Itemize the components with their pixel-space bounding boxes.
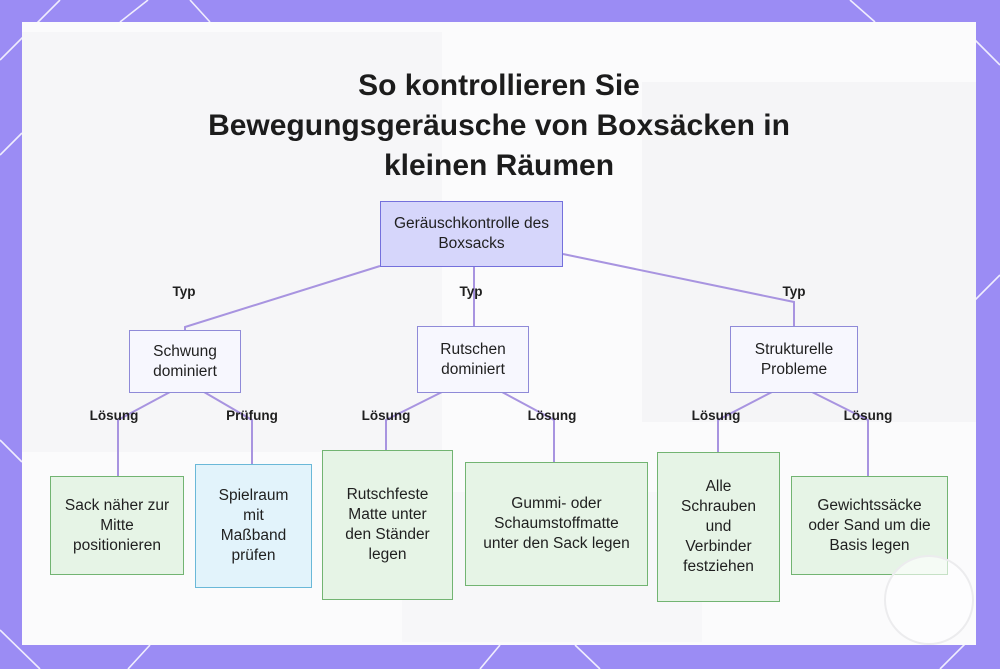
leaf-label: Gummi- oder Schaumstoffmatte unter den S… [482,494,632,554]
edge-branch-to-leaf [118,392,170,476]
leaf-label: Spielraum mit Maßband prüfen [209,486,299,566]
edge-branch-to-leaf [204,392,252,464]
branch-node-strukturelle-probleme: Strukturelle Probleme [730,326,858,393]
leaf-node-gummi-matte: Gummi- oder Schaumstoffmatte unter den S… [465,462,648,586]
edge-label-solution: Lösung [362,408,411,424]
watermark-seal-icon [884,555,974,645]
edge-branch-to-leaf [502,392,554,462]
edge-label-type: Typ [173,284,196,300]
branch-node-rutschen: Rutschen dominiert [417,326,529,393]
branch-label: Schwung dominiert [136,342,234,382]
leaf-node-sack-positionieren: Sack näher zur Mitte positionieren [50,476,184,575]
edge-label-solution: Lösung [692,408,741,424]
leaf-label: Sack näher zur Mitte positionieren [57,496,177,556]
leaf-node-spielraum-pruefen: Spielraum mit Maßband prüfen [195,464,312,588]
edge-label-check: Prüfung [226,408,278,424]
edge-label-solution: Lösung [90,408,139,424]
edge-label-type: Typ [783,284,806,300]
leaf-node-rutschfeste-matte: Rutschfeste Matte unter den Ständer lege… [322,450,453,600]
leaf-label: Gewichtssäcke oder Sand um die Basis leg… [805,496,935,556]
diagram-card: So kontrollieren Sie Bewegungsgeräusche … [22,22,976,645]
leaf-label: Alle Schrauben und Verbinder festziehen [679,477,759,577]
branch-node-schwung: Schwung dominiert [129,330,241,393]
edge-label-type: Typ [460,284,483,300]
edge-label-solution: Lösung [844,408,893,424]
edge-root-to-branch [185,266,380,330]
edge-root-to-branch [563,254,794,326]
edge-branch-to-leaf [812,392,868,476]
root-node: Geräuschkontrolle des Boxsacks [380,201,563,267]
leaf-label: Rutschfeste Matte unter den Ständer lege… [338,485,438,565]
leaf-node-schrauben-festziehen: Alle Schrauben und Verbinder festziehen [657,452,780,602]
branch-label: Strukturelle Probleme [737,340,851,380]
root-label: Geräuschkontrolle des Boxsacks [387,214,556,254]
branch-label: Rutschen dominiert [424,340,522,380]
edge-label-solution: Lösung [528,408,577,424]
